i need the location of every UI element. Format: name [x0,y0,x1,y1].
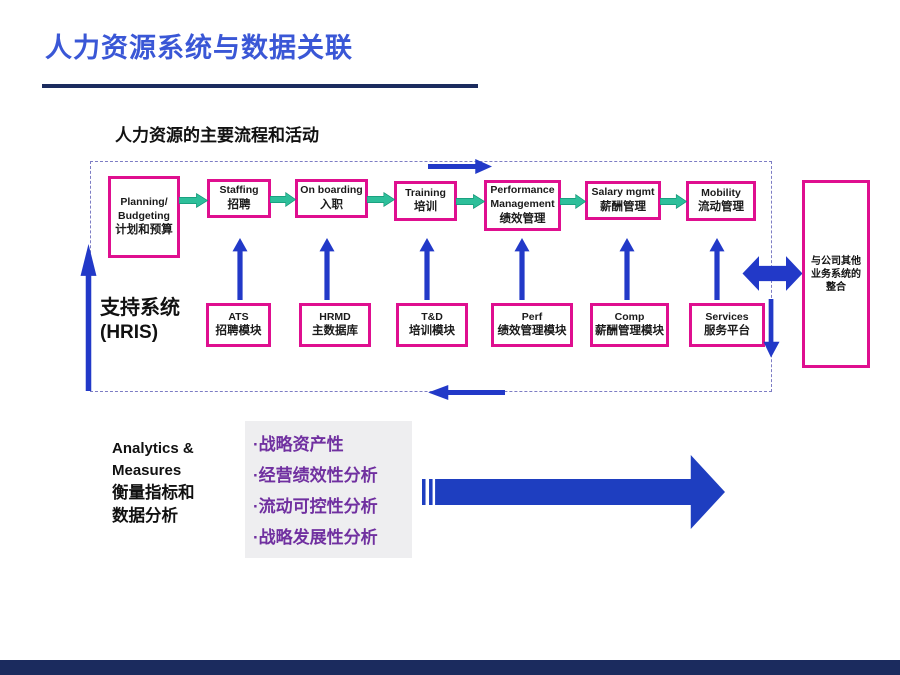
module-label-zh: 主数据库 [312,325,358,338]
up-arrow-icon [619,238,635,300]
process-label: On boarding [300,184,363,197]
process-label: Budgeting [118,209,170,222]
analytics-label-en: Analytics & [112,440,194,457]
support-system-label-en: (HRIS) [100,322,159,343]
bullet-item: ·战略发展性分析 [253,528,378,547]
module-box-comp: Comp 薪酬管理模块 [590,303,669,347]
process-label: Training [405,186,446,199]
process-label: Planning/ [120,195,168,208]
module-label-zh: 薪酬管理模块 [595,325,664,338]
bullet-item: ·经营绩效性分析 [253,466,378,485]
module-label: Services [705,310,749,323]
process-box-mobility: Mobility 流动管理 [686,181,756,221]
module-label: T&D [421,310,443,323]
integration-box: 与公司其他 业务系统的 整合 [802,180,870,368]
module-label: ATS [228,310,249,323]
integration-label: 整合 [826,281,846,293]
analytics-label-zh: 数据分析 [112,507,178,526]
page-title: 人力资源系统与数据关联 [45,33,353,63]
connector-arrow-icon [270,192,296,207]
module-box-services: Services 服务平台 [689,303,765,347]
process-box-training: Training 培训 [394,181,457,221]
process-label: Salary mgmt [591,186,655,199]
process-label: Performance [490,184,555,197]
process-label-zh: 招聘 [227,198,251,211]
bullet-item: ·流动可控性分析 [253,497,378,516]
process-box-onboarding: On boarding 入职 [295,179,368,218]
module-label-zh: 招聘模块 [215,325,262,338]
analytics-bullet-panel: ·战略资产性 ·经营绩效性分析 ·流动可控性分析 ·战略发展性分析 [245,421,412,558]
process-label-zh: 培训 [414,201,437,214]
big-right-arrow-icon [422,455,725,529]
connector-arrow-icon [367,192,395,207]
flow-right-arrow-icon [428,159,493,174]
up-arrow-icon [514,238,530,300]
up-arrow-icon [419,238,435,300]
footer-bar [0,660,900,675]
process-box-salary: Salary mgmt 薪酬管理 [585,181,661,220]
integration-label: 业务系统的 [811,268,861,280]
support-system-label-zh: 支持系统 [100,297,180,319]
up-arrow-icon [709,238,725,300]
module-label-zh: 绩效管理模块 [497,325,567,338]
module-label: Comp [614,310,645,323]
process-label-zh: 绩效管理 [499,212,546,225]
connector-arrow-icon [179,193,208,208]
module-box-td: T&D 培训模块 [396,303,468,347]
process-label-zh: 计划和预算 [115,224,173,237]
process-section-label: 人力资源的主要流程和活动 [115,126,319,145]
down-arrow-icon [763,299,780,358]
module-label-zh: 培训模块 [409,325,455,338]
module-box-perf: Perf 绩效管理模块 [491,303,573,347]
process-label-zh: 入职 [320,198,343,211]
analytics-label-zh: 衡量指标和 [112,483,195,502]
title-underline [42,84,478,88]
process-box-planning: Planning/ Budgeting 计划和预算 [108,176,180,258]
process-label-zh: 流动管理 [698,201,744,214]
up-arrow-icon [319,238,335,300]
process-box-staffing: Staffing 招聘 [207,179,271,218]
flow-left-arrow-icon [428,385,505,400]
analytics-label-en: Measures [112,461,182,479]
up-arrow-icon [80,244,97,391]
support-system-label: 支持系统 (HRIS) [100,296,180,345]
module-label: HRMD [319,310,351,323]
module-box-hrmd: HRMD 主数据库 [299,303,371,347]
connector-arrow-icon [456,194,485,209]
up-arrow-icon [232,238,248,300]
connector-arrow-icon [560,194,586,209]
module-label-zh: 服务平台 [704,325,750,338]
integration-label: 与公司其他 [811,255,861,267]
process-box-performance: Performance Management 绩效管理 [484,180,561,231]
analytics-label: Analytics & Measures 衡量指标和 数据分析 [112,438,195,529]
module-label: Perf [521,310,543,323]
double-arrow-icon [742,256,803,291]
process-label-zh: 薪酬管理 [600,200,646,213]
process-label: Management [490,198,555,211]
bullet-item: ·战略资产性 [253,435,344,454]
module-box-ats: ATS 招聘模块 [206,303,271,347]
process-label: Mobility [701,186,741,199]
process-label: Staffing [219,184,259,197]
connector-arrow-icon [660,194,687,209]
